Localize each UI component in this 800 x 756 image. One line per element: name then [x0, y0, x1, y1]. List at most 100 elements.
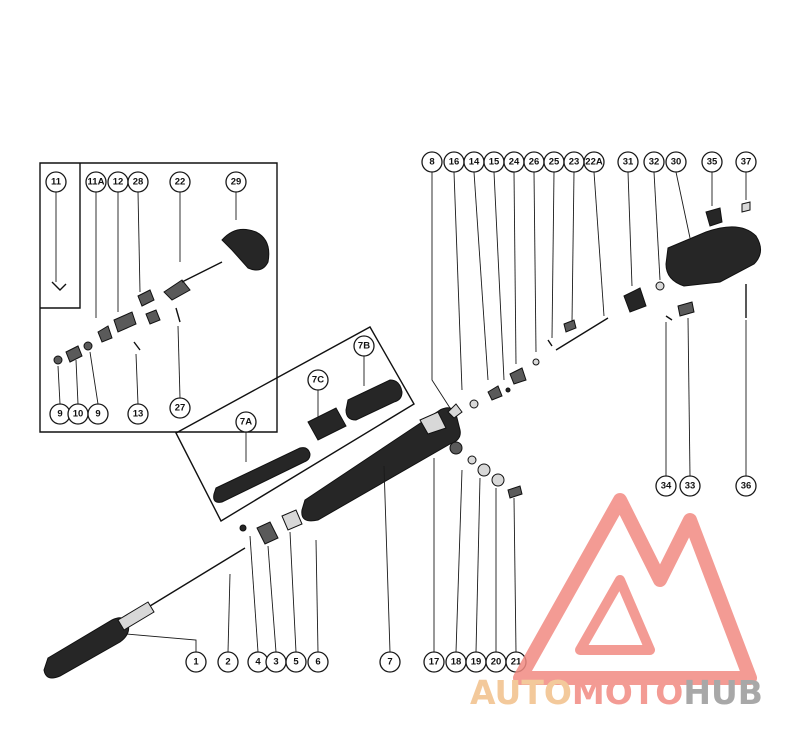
- shaft-washers: [239, 509, 303, 545]
- leader-lines: [55, 171, 747, 653]
- callout-15: 15: [483, 151, 505, 173]
- callout-13: 13: [127, 403, 149, 425]
- svg-text:11: 11: [51, 177, 62, 188]
- inset-box-linkage-divider: [40, 163, 81, 309]
- svg-text:32: 32: [649, 157, 660, 168]
- callout-34: 34: [655, 475, 677, 497]
- svg-text:5: 5: [293, 657, 299, 668]
- svg-text:12: 12: [113, 177, 124, 188]
- tiller-arm: [301, 407, 461, 522]
- variant-sleeve-7b: [345, 379, 403, 421]
- svg-text:26: 26: [529, 157, 540, 168]
- callout-37: 37: [735, 151, 757, 173]
- pivot-small-parts: [447, 201, 761, 499]
- svg-text:7C: 7C: [312, 375, 324, 386]
- svg-text:28: 28: [133, 177, 144, 188]
- svg-text:25: 25: [549, 157, 560, 168]
- callout-24: 24: [503, 151, 525, 173]
- callout-14: 14: [463, 151, 485, 173]
- callout-29: 29: [225, 171, 247, 193]
- callout-12: 12: [107, 171, 129, 193]
- watermark-triangle-emblem: [513, 493, 757, 685]
- svg-text:9: 9: [57, 409, 62, 420]
- svg-text:31: 31: [623, 157, 634, 168]
- callout-31: 31: [617, 151, 639, 173]
- callout-32: 32: [643, 151, 665, 173]
- callout-6: 6: [307, 651, 329, 673]
- svg-text:20: 20: [491, 657, 502, 668]
- variant-sleeve-7c: [307, 407, 347, 441]
- callout-30: 30: [665, 151, 687, 173]
- callout-11: 11: [45, 171, 67, 193]
- svg-text:18: 18: [451, 657, 462, 668]
- svg-text:27: 27: [175, 403, 186, 414]
- callout-35: 35: [701, 151, 723, 173]
- watermark-auto: AUTO: [470, 673, 572, 712]
- svg-text:22: 22: [175, 177, 186, 188]
- watermark-moto: MOTO: [572, 673, 683, 712]
- svg-text:15: 15: [489, 157, 500, 168]
- svg-text:7A: 7A: [240, 417, 252, 428]
- svg-text:33: 33: [685, 481, 696, 492]
- svg-text:7: 7: [387, 657, 392, 668]
- callouts: 11 11A 12 28 22 29 9 10 9 13 27 7A 7C 7B…: [45, 151, 757, 673]
- svg-text:24: 24: [509, 157, 520, 168]
- svg-text:10: 10: [73, 409, 84, 420]
- svg-text:17: 17: [429, 657, 440, 668]
- callout-33: 33: [679, 475, 701, 497]
- callout-19: 19: [465, 651, 487, 673]
- tiller-handle-grip: [43, 547, 246, 679]
- svg-text:2: 2: [225, 657, 230, 668]
- callout-5: 5: [285, 651, 307, 673]
- callout-9-right: 9: [87, 403, 109, 425]
- svg-text:8: 8: [429, 157, 434, 168]
- svg-text:14: 14: [469, 157, 480, 168]
- svg-text:7B: 7B: [358, 341, 370, 352]
- svg-text:36: 36: [741, 481, 752, 492]
- svg-text:22A: 22A: [585, 157, 603, 168]
- callout-9-left: 9: [49, 403, 71, 425]
- inset-box-handle-variants: [175, 326, 415, 522]
- callout-36: 36: [735, 475, 757, 497]
- callout-18: 18: [445, 651, 467, 673]
- linkage-small-parts: [51, 228, 270, 365]
- svg-text:34: 34: [661, 481, 672, 492]
- svg-text:29: 29: [231, 177, 242, 188]
- callout-23: 23: [563, 151, 585, 173]
- callout-4: 4: [247, 651, 269, 673]
- callout-22a: 22A: [583, 151, 605, 173]
- svg-text:13: 13: [133, 409, 144, 420]
- callout-16: 16: [443, 151, 465, 173]
- watermark-hub: HUB: [683, 673, 763, 712]
- svg-text:1: 1: [193, 657, 199, 668]
- callout-25: 25: [543, 151, 565, 173]
- callout-3: 3: [265, 651, 287, 673]
- svg-text:35: 35: [707, 157, 718, 168]
- callout-8: 8: [421, 151, 443, 173]
- variant-handle-7a: [213, 447, 311, 503]
- callout-27: 27: [169, 397, 191, 419]
- svg-text:9: 9: [95, 409, 100, 420]
- callout-17: 17: [423, 651, 445, 673]
- svg-text:23: 23: [569, 157, 580, 168]
- callout-7c: 7C: [307, 369, 329, 391]
- callout-7: 7: [379, 651, 401, 673]
- svg-text:4: 4: [255, 657, 261, 668]
- callout-7b: 7B: [353, 335, 375, 357]
- inset-box-linkage: [39, 162, 278, 433]
- svg-text:37: 37: [741, 157, 752, 168]
- svg-text:21: 21: [511, 657, 522, 668]
- svg-text:11A: 11A: [88, 177, 105, 188]
- callout-26: 26: [523, 151, 545, 173]
- svg-text:16: 16: [449, 157, 460, 168]
- callout-7a: 7A: [235, 411, 257, 433]
- callout-2: 2: [217, 651, 239, 673]
- callout-1: 1: [185, 651, 207, 673]
- callout-10: 10: [67, 403, 89, 425]
- svg-text:30: 30: [671, 157, 682, 168]
- svg-text:3: 3: [273, 657, 278, 668]
- callout-22: 22: [169, 171, 191, 193]
- watermark-text: AUTOMOTOHUB: [470, 673, 763, 712]
- callout-28: 28: [127, 171, 149, 193]
